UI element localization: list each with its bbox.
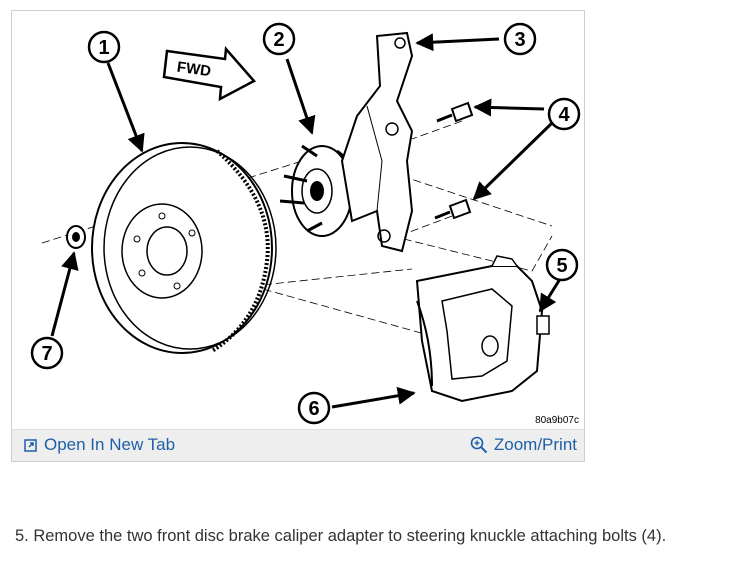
callout-3: 3 (503, 22, 537, 56)
leader-4b (472, 121, 554, 201)
step-instruction: 5. Remove the two front disc brake calip… (15, 527, 667, 545)
svg-text:7: 7 (41, 343, 52, 365)
retaining-nut (66, 225, 86, 249)
leader-5 (538, 278, 562, 313)
brake-diagram[interactable]: FWD (12, 11, 584, 429)
leader-6 (331, 386, 416, 409)
caliper-adapter-bolts (434, 101, 474, 220)
svg-text:4: 4 (558, 104, 570, 126)
magnifier-plus-icon (470, 436, 488, 454)
svg-text:3: 3 (514, 29, 525, 51)
callout-5: 5 (545, 248, 579, 282)
svg-text:6: 6 (308, 398, 319, 420)
callout-1: 1 (87, 30, 121, 64)
wheel-hub (279, 144, 353, 237)
brake-rotor (91, 142, 277, 354)
open-in-new-tab-link[interactable]: Open In New Tab (24, 436, 175, 454)
callout-7: 7 (30, 336, 64, 370)
leader-2 (285, 58, 316, 135)
brake-caliper (415, 255, 550, 403)
figure-card: FWD (11, 10, 585, 462)
svg-text:1: 1 (98, 37, 109, 59)
open-in-new-tab-label: Open In New Tab (44, 435, 176, 454)
leader-3 (415, 33, 500, 52)
leader-4a (473, 98, 545, 117)
fwd-arrow: FWD (162, 46, 256, 102)
zoom-print-label: Zoom/Print (493, 435, 577, 454)
figure-code: 80a9b07c (535, 415, 579, 426)
callout-6: 6 (297, 391, 331, 425)
fwd-label: FWD (176, 59, 212, 81)
open-new-tab-icon (24, 439, 37, 452)
callout-4: 4 (547, 97, 581, 131)
callout-2: 2 (262, 22, 296, 56)
figure-toolbar: Open In New Tab Zoom/Print (12, 429, 584, 461)
leader-1 (106, 62, 145, 153)
leader-7 (50, 251, 79, 337)
svg-text:5: 5 (556, 255, 567, 277)
steering-knuckle (340, 31, 414, 253)
zoom-print-link[interactable]: Zoom/Print (470, 436, 577, 454)
svg-text:2: 2 (273, 29, 284, 51)
